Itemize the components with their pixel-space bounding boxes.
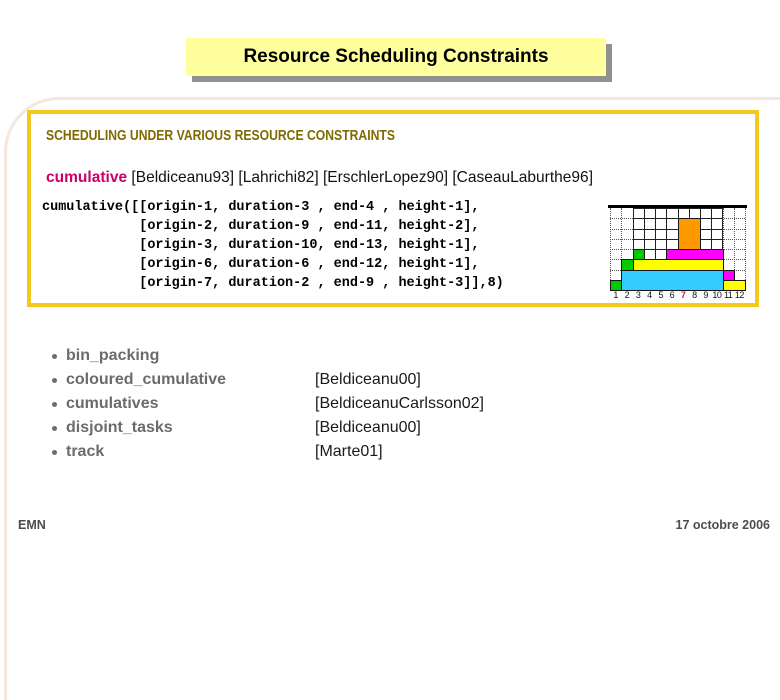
grid-cell [666, 228, 678, 239]
cumulative-panel: SCHEDULING UNDER VARIOUS RESOURCE CONSTR… [27, 110, 759, 307]
grid-cell [643, 238, 655, 249]
profile-plot [610, 208, 746, 291]
constraint-reference-line: cumulative [Beldiceanu93] [Lahrichi82] [… [46, 169, 593, 187]
list-item: bin_packing [52, 344, 732, 368]
grid-cell [666, 238, 678, 249]
bullet-icon [52, 401, 57, 407]
grid-cell [711, 208, 723, 219]
constraint-label: cumulatives [66, 395, 159, 412]
grid-cell [655, 228, 667, 239]
grid-cell [711, 228, 723, 239]
grid-cell [666, 208, 678, 219]
grid-cell [700, 208, 712, 219]
constraint-ref: [BeldiceanuCarlsson02] [315, 395, 484, 412]
grid-cell [655, 238, 667, 249]
task-block [666, 249, 724, 261]
x-tick-label: 12 [734, 290, 745, 300]
x-tick-label: 9 [703, 290, 708, 300]
grid-cell [666, 218, 678, 229]
constraint-name: cumulative [46, 169, 128, 186]
x-tick-label: 4 [647, 290, 652, 300]
grid-cell [643, 228, 655, 239]
grid-cell [711, 218, 723, 229]
list-item: disjoint_tasks [Beldiceanu00] [52, 416, 732, 440]
task-block [722, 279, 746, 291]
grid-cell [632, 228, 644, 239]
grid-cell [632, 238, 644, 249]
x-tick-label: 5 [658, 290, 663, 300]
task-block [632, 249, 645, 261]
slide-title: Resource Scheduling Constraints [243, 46, 549, 67]
grid-cell [643, 218, 655, 229]
grid-cell [688, 208, 700, 219]
constraint-label: disjoint_tasks [66, 419, 173, 436]
list-item: cumulatives [BeldiceanuCarlsson02] [52, 392, 732, 416]
capacity-line [608, 205, 747, 208]
x-tick-label: 6 [669, 290, 675, 300]
bullet-icon [52, 377, 57, 383]
constraint-label: coloured_cumulative [66, 371, 227, 388]
list-item: track [Marte01] [52, 440, 732, 464]
task-block [677, 218, 701, 250]
x-tick-label: 7 [680, 290, 686, 300]
task-block [621, 269, 724, 291]
grid-cell [655, 208, 667, 219]
bullet-icon [52, 449, 57, 455]
grid-cell [632, 218, 644, 229]
constraint-label: bin_packing [66, 347, 160, 364]
bullet-icon [52, 425, 57, 431]
list-item: coloured_cumulative [Beldiceanu00] [52, 368, 732, 392]
constraint-list: bin_packing coloured_cumulative [Beldicean… [52, 344, 732, 464]
grid-cell [655, 249, 667, 260]
x-tick-label: 8 [692, 290, 697, 300]
footer-author: EMN [18, 518, 46, 532]
grid-cell [677, 208, 689, 219]
constraint-references: [Beldiceanu93] [Lahrichi82] [ErschlerLop… [131, 169, 594, 186]
slide-title-box: Resource Scheduling Constraints [186, 38, 606, 76]
footer-date: 17 octobre 2006 [675, 518, 771, 532]
code-block: cumulative([[origin-1, duration-3 , end-… [42, 200, 504, 291]
x-tick-label: 1 [613, 290, 618, 300]
grid-cell [632, 208, 644, 219]
x-tick-label: 10 [712, 290, 722, 300]
grid-region-edge [633, 208, 723, 270]
constraint-ref: [Beldiceanu00] [315, 371, 421, 388]
constraint-ref: [Marte01] [315, 443, 383, 460]
grid-cell [643, 208, 655, 219]
bullet-icon [52, 353, 57, 359]
grid-cell [655, 218, 667, 229]
constraint-ref: [Beldiceanu00] [315, 419, 421, 436]
task-block [722, 269, 735, 281]
x-tick-label: 2 [624, 290, 630, 300]
task-block [632, 259, 724, 271]
x-tick-label: 3 [635, 290, 641, 300]
constraint-label: track [66, 443, 105, 460]
panel-heading: SCHEDULING UNDER VARIOUS RESOURCE CONSTR… [46, 128, 395, 144]
grid-vline [745, 208, 746, 290]
grid-cell [711, 238, 723, 249]
x-tick-label: 11 [723, 290, 733, 300]
